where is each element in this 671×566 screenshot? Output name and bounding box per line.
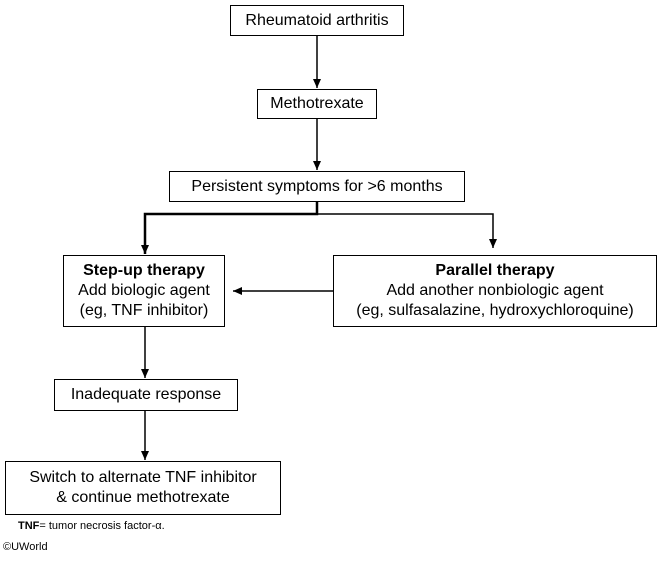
switch-tnf-inhibitor-box: Switch to alternate TNF inhibitor & cont…: [5, 461, 281, 515]
inadequate-response-box: Inadequate response: [54, 379, 238, 411]
connector-persistent-to-parallel: [317, 213, 497, 248]
parallel-therapy-title: Parallel therapy: [435, 262, 555, 279]
step-up-therapy-line1: Add biologic agent: [78, 282, 210, 299]
methotrexate-box: Methotrexate: [257, 89, 377, 119]
persistent-symptoms-label: Persistent symptoms for >6 months: [191, 177, 443, 195]
rheumatoid-arthritis-box: Rheumatoid arthritis: [230, 5, 404, 36]
copyright-notice: ©UWorld: [3, 541, 48, 553]
abbreviation-footnote: TNF= tumor necrosis factor-α.: [18, 520, 165, 532]
footnote-definition: = tumor necrosis factor-α.: [39, 520, 165, 532]
persistent-symptoms-box: Persistent symptoms for >6 months: [169, 171, 465, 202]
rheumatoid-arthritis-label: Rheumatoid arthritis: [245, 11, 389, 29]
parallel-therapy-box: Parallel therapy Add another nonbiologic…: [333, 255, 657, 327]
methotrexate-label: Methotrexate: [270, 95, 364, 112]
switch-tnf-inhibitor-line1: Switch to alternate TNF inhibitor: [29, 469, 257, 486]
switch-tnf-inhibitor-line2: & continue methotrexate: [56, 489, 230, 506]
step-up-therapy-box: Step-up therapy Add biologic agent (eg, …: [63, 255, 225, 327]
step-up-therapy-title: Step-up therapy: [83, 262, 205, 279]
step-up-therapy-line2: (eg, TNF inhibitor): [79, 302, 209, 319]
parallel-therapy-line2: (eg, sulfasalazine, hydroxychloroquine): [356, 302, 634, 319]
footnote-abbreviation: TNF: [18, 520, 40, 532]
parallel-therapy-line1: Add another nonbiologic agent: [386, 282, 604, 299]
connector-persistent-branch: [141, 201, 319, 254]
inadequate-response-label: Inadequate response: [70, 386, 222, 403]
